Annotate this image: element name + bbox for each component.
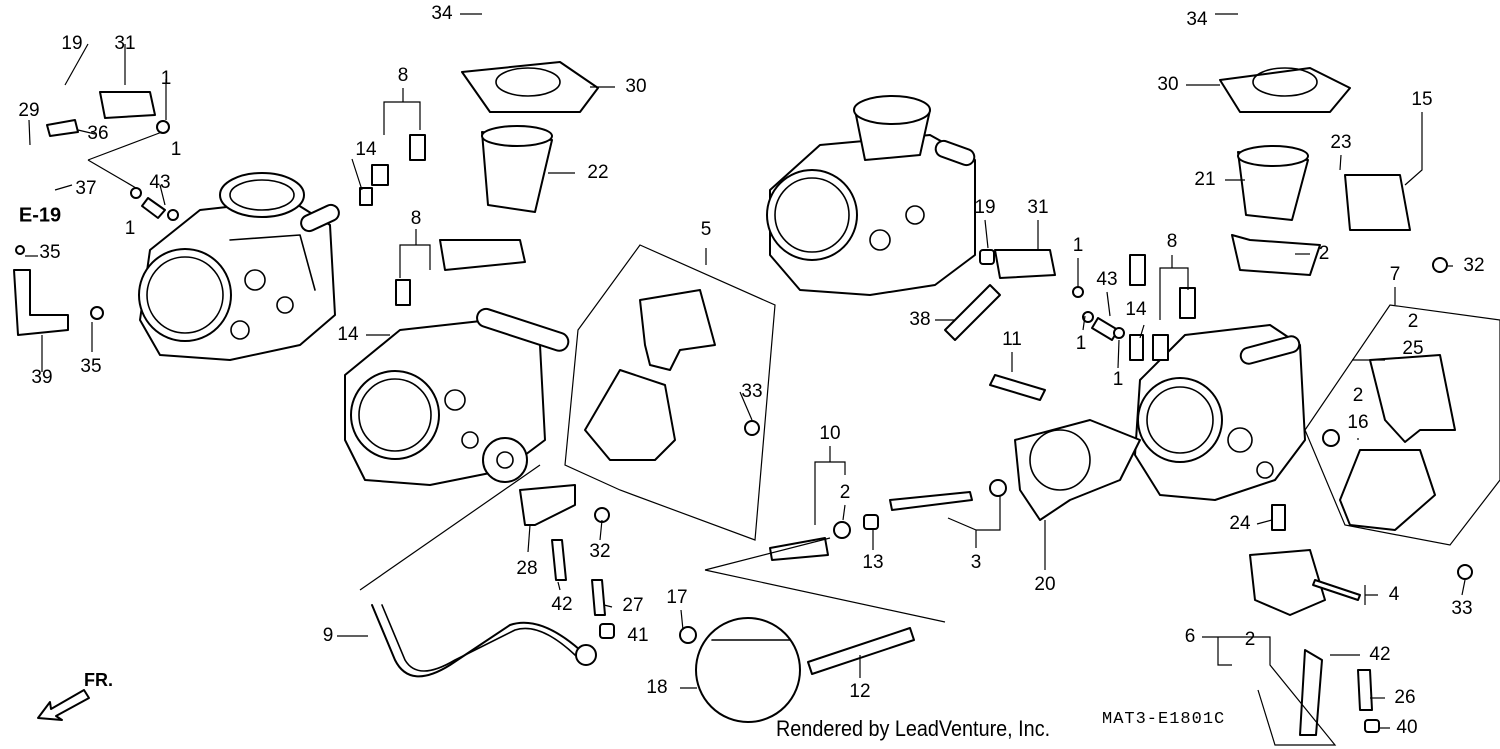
callout-38: 38 — [909, 309, 930, 330]
carburetor-body-left — [138, 172, 340, 361]
callout-23: 23 — [1330, 132, 1351, 153]
callout-43: 43 — [149, 172, 170, 193]
callout-12: 12 — [849, 681, 870, 702]
reference-mark-e19[interactable]: E-19 — [19, 204, 61, 226]
render-credit: Rendered by LeadVenture, Inc. — [776, 716, 1051, 741]
callout-19: 19 — [61, 33, 82, 54]
callout-14: 14 — [355, 139, 377, 160]
leader-lines — [25, 13, 1466, 746]
callout-35: 35 — [80, 356, 101, 377]
callout-28: 28 — [516, 558, 537, 579]
callout-1: 1 — [1073, 235, 1084, 256]
callout-6: 6 — [1185, 626, 1196, 647]
callout-1: 1 — [1076, 333, 1087, 354]
front-arrow-icon — [37, 689, 90, 721]
callout-39: 39 — [31, 367, 52, 388]
callout-15: 15 — [1411, 89, 1432, 110]
callout-35: 35 — [39, 242, 60, 263]
callout-2: 2 — [1408, 311, 1419, 332]
small-parts — [15, 91, 1473, 736]
callout-42: 42 — [551, 594, 572, 615]
callout-2: 2 — [1319, 243, 1330, 264]
carburetor-body-middle-left — [344, 307, 570, 486]
air-funnel-22 — [481, 125, 553, 213]
callout-11: 11 — [1002, 329, 1022, 350]
callout-41: 41 — [627, 625, 648, 646]
callout-10: 10 — [819, 423, 840, 444]
callout-21: 21 — [1194, 169, 1215, 190]
callout-32: 32 — [1463, 255, 1484, 276]
diaphragm-20 — [1014, 419, 1141, 521]
callout-40: 40 — [1396, 717, 1417, 738]
callout-27: 27 — [622, 595, 643, 616]
callout-8: 8 — [411, 208, 422, 229]
callout-7: 7 — [1390, 264, 1401, 285]
callout-20: 20 — [1034, 574, 1055, 595]
callout-17: 17 — [666, 587, 687, 608]
float-chamber-set-5 — [564, 244, 776, 541]
spring-12 — [807, 627, 915, 675]
callout-31: 31 — [1027, 197, 1048, 218]
float-chamber-set-7 — [1304, 304, 1500, 546]
callout-30: 30 — [625, 76, 646, 97]
callout-22: 22 — [587, 162, 608, 183]
callout-33: 33 — [741, 381, 762, 402]
callout-26: 26 — [1394, 687, 1415, 708]
callout-30: 30 — [1157, 74, 1178, 95]
callout-34: 34 — [1186, 9, 1208, 30]
callout-1: 1 — [171, 139, 182, 160]
callout-19: 19 — [974, 197, 995, 218]
carburetor-body-right — [1134, 324, 1306, 501]
callout-8: 8 — [1167, 231, 1178, 252]
callout-2: 2 — [1353, 385, 1364, 406]
callout-16: 16 — [1347, 412, 1368, 433]
callout-36: 36 — [87, 123, 108, 144]
callout-2: 2 — [1245, 629, 1256, 650]
callout-4: 4 — [1389, 584, 1400, 605]
insulator-30-right — [1219, 67, 1351, 113]
callout-18: 18 — [646, 677, 667, 698]
callout-8: 8 — [398, 65, 409, 86]
callout-14: 14 — [337, 324, 359, 345]
front-direction-label: FR. — [84, 670, 113, 690]
diagram-code: MAT3-E1801C — [1102, 710, 1226, 729]
callout-14: 14 — [1125, 299, 1147, 320]
callout-34: 34 — [431, 3, 453, 24]
air-funnel-21 — [1237, 145, 1309, 221]
callout-43: 43 — [1096, 269, 1117, 290]
callout-1: 1 — [1113, 369, 1124, 390]
carburetor-body-center — [766, 95, 976, 296]
callout-1: 1 — [125, 218, 136, 239]
callout-32: 32 — [589, 541, 610, 562]
hose-38 — [944, 284, 1001, 341]
callout-13: 13 — [862, 552, 883, 573]
callout-37: 37 — [75, 178, 96, 199]
callout-31: 31 — [114, 33, 135, 54]
insulator-30-left — [461, 61, 599, 113]
callout-1: 1 — [161, 68, 172, 89]
fuel-pipe-9 — [371, 604, 597, 678]
callout-2: 2 — [840, 482, 851, 503]
callout-29: 29 — [18, 100, 39, 121]
float-chamber-18 — [695, 617, 801, 723]
callout-42: 42 — [1369, 644, 1390, 665]
callout-5: 5 — [701, 219, 712, 240]
hose-39 — [13, 269, 69, 336]
callout-24: 24 — [1229, 513, 1251, 534]
callout-9: 9 — [323, 625, 334, 646]
callout-25: 25 — [1402, 338, 1423, 359]
callout-labels: 19 31 1 29 36 37 1 43 1 35 35 39 34 30 8… — [18, 3, 1484, 738]
callout-3: 3 — [971, 552, 982, 573]
callout-33: 33 — [1451, 598, 1472, 619]
